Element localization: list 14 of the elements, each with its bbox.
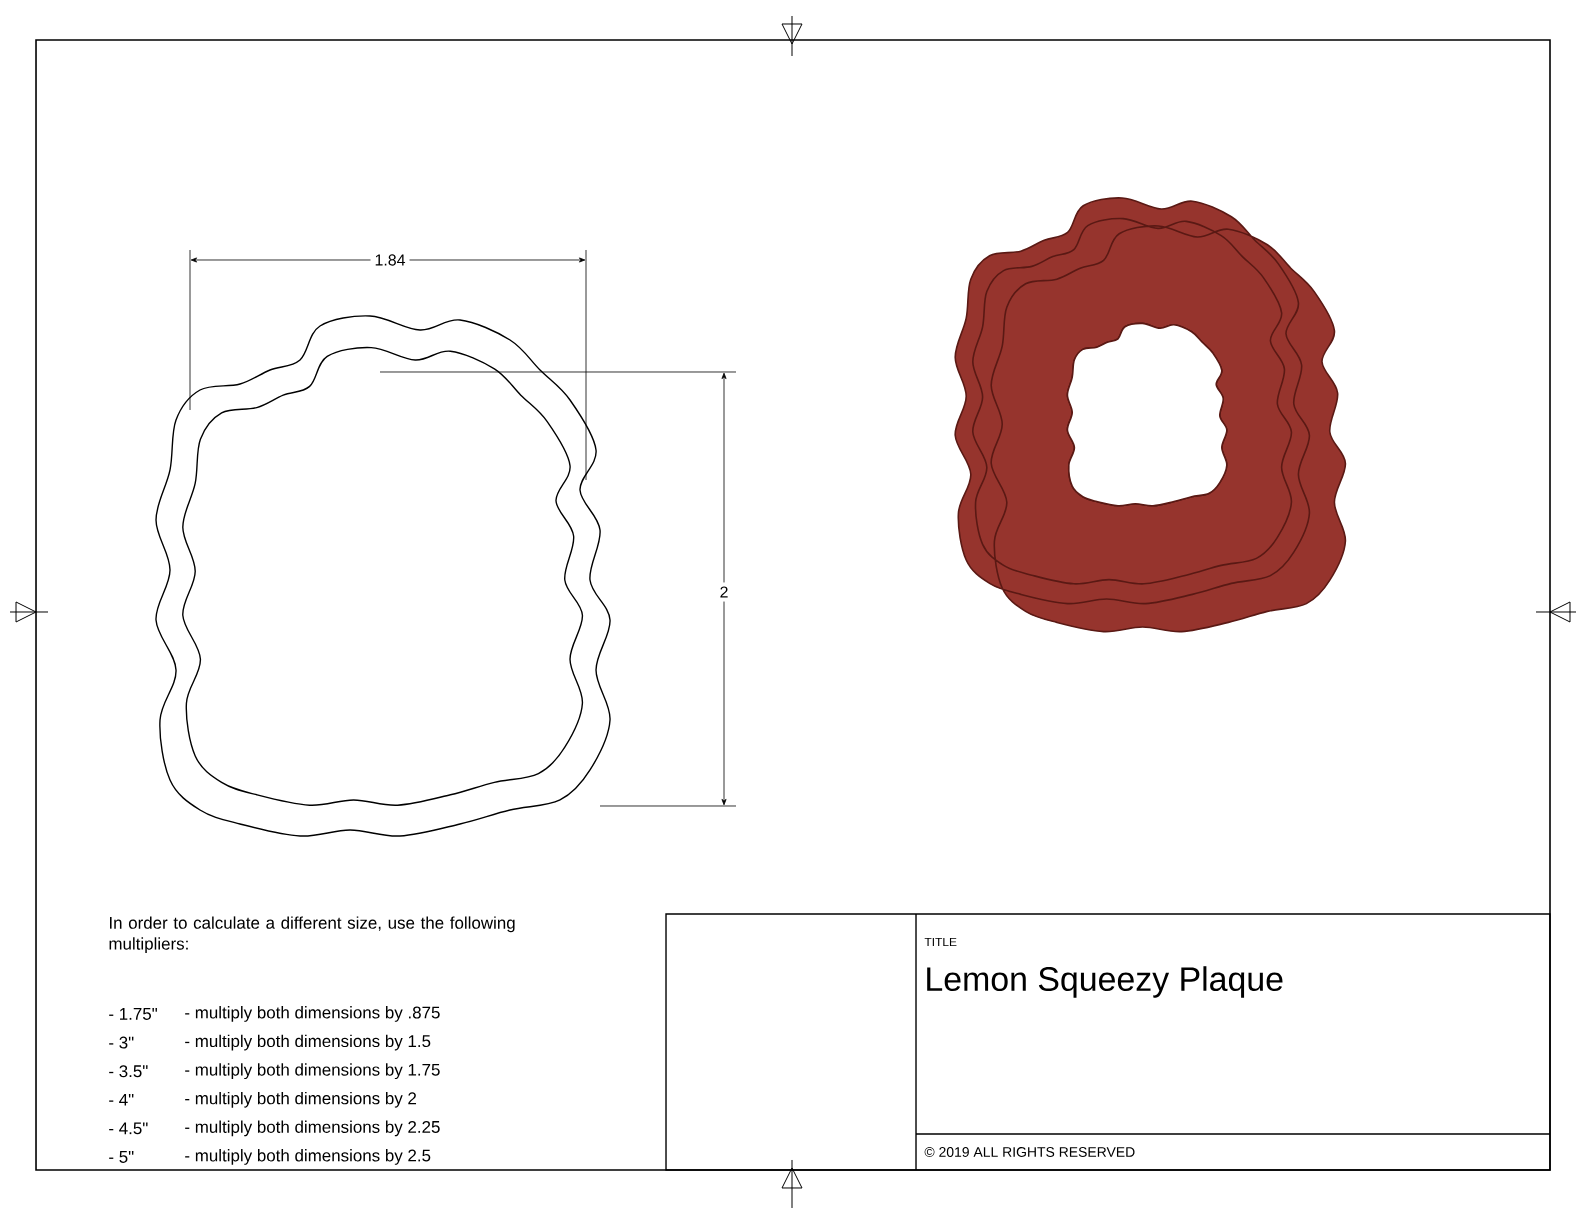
multiplier-text: - multiply both dimensions by 1.75 — [185, 1063, 440, 1080]
size-label: - 5" — [109, 1151, 134, 1163]
multiplier-text: - multiply both dimensions by 1.5 — [185, 1034, 431, 1051]
multiplier-text: - multiply both dimensions by .875 — [185, 1006, 440, 1022]
multiplier-text: - multiply both dimensions by 2.25 — [185, 1120, 440, 1137]
multiplier-text: - multiply both dimensions by 2.5 — [185, 1149, 431, 1165]
title-text: Lemon Squeezy Plaque — [927, 966, 1283, 998]
size-label: - 4.5" — [109, 1122, 148, 1135]
size-label: - 4" — [109, 1093, 134, 1106]
note-text: In order to calculate a different size, use the following multipliers: — [109, 916, 515, 954]
size-label: - 3.5" — [109, 1065, 148, 1078]
size-label: - 3" — [109, 1036, 134, 1049]
size-label: - 1.75" — [109, 1008, 157, 1020]
multiplier-text: - multiply both dimensions by 2 — [185, 1091, 417, 1108]
